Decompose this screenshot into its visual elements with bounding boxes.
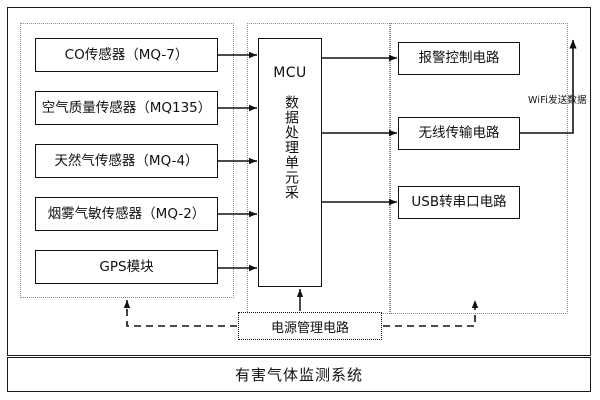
output-group-frame — [390, 23, 568, 314]
node-label: CO传感器（MQ-7） — [64, 46, 189, 63]
system-caption-bar: 有害气体监测系统 — [7, 357, 591, 392]
node-label: 空气质量传感器（MQ135） — [41, 99, 212, 116]
node-sensor-air-quality[interactable]: 空气质量传感器（MQ135） — [35, 91, 218, 125]
system-outer-frame — [7, 7, 591, 356]
node-mcu[interactable]: MCU 数据处理单元采 — [258, 38, 322, 287]
system-caption-text: 有害气体监测系统 — [234, 366, 363, 384]
node-label: 天然气传感器（MQ-4） — [54, 152, 199, 169]
node-label: 烟雾气敏传感器（MQ-2） — [47, 205, 206, 222]
node-label: 报警控制电路 — [418, 50, 500, 67]
node-sensor-smoke[interactable]: 烟雾气敏传感器（MQ-2） — [35, 197, 218, 231]
mcu-title: MCU — [273, 65, 307, 81]
node-sensor-natural-gas[interactable]: 天然气传感器（MQ-4） — [35, 144, 218, 178]
node-label: 无线传输电路 — [418, 125, 500, 142]
node-alarm-control-circuit[interactable]: 报警控制电路 — [398, 42, 520, 75]
mcu-vertical-label: 数据处理单元采 — [282, 95, 299, 200]
node-label: 电源管理电路 — [270, 320, 349, 336]
node-label: GPS模块 — [99, 258, 154, 275]
node-label: USB转串口电路 — [411, 194, 507, 211]
node-sensor-co[interactable]: CO传感器（MQ-7） — [35, 38, 218, 72]
node-wireless-transmission-circuit[interactable]: 无线传输电路 — [398, 117, 520, 150]
node-power-management-circuit[interactable]: 电源管理电路 — [238, 312, 382, 340]
node-usb-to-serial-circuit[interactable]: USB转串口电路 — [398, 186, 520, 219]
wifi-send-data-label: WiFi发送数据 — [528, 95, 587, 106]
node-gps-module[interactable]: GPS模块 — [35, 250, 218, 284]
